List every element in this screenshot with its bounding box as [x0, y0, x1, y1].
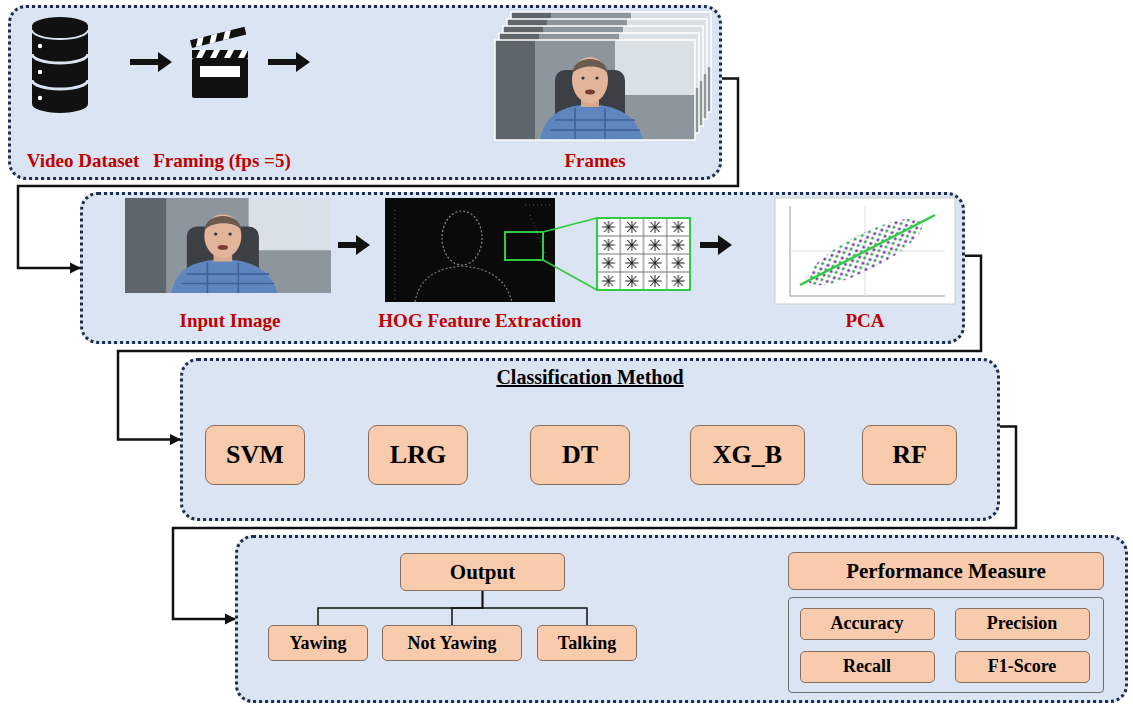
box-label: LRG	[390, 440, 446, 470]
box-label: DT	[562, 440, 598, 470]
box-label: Accuracy	[831, 613, 904, 634]
hog-head	[442, 211, 482, 265]
flow-arrow	[130, 52, 172, 72]
tree-connector	[318, 591, 483, 625]
measure-group: Accuracy PrecisionRecall F1-Score	[788, 597, 1104, 693]
database-dot	[38, 44, 42, 48]
stage-panel: Classification MethodSVM LRG DT XG_B RF	[180, 358, 1000, 521]
box-label: Talking	[558, 633, 616, 654]
database-ring	[32, 80, 88, 89]
zoom-leader	[543, 218, 597, 290]
frame-photo	[495, 40, 695, 140]
hog-image	[385, 198, 555, 302]
tree-connector	[483, 591, 588, 625]
box-label: F1-Score	[988, 656, 1057, 677]
classifier-box: DT	[530, 425, 630, 485]
database-dot	[38, 96, 42, 100]
classifier-box: XG_B	[690, 425, 805, 485]
pca-ground	[775, 198, 955, 304]
class-box: Yawing	[268, 625, 368, 661]
box-label: Output	[450, 560, 515, 584]
stage-label: Video Dataset	[27, 150, 140, 172]
measure-title-box: Performance Measure	[788, 552, 1104, 590]
classifier-box: SVM	[205, 425, 305, 485]
panel-ground	[8, 5, 722, 180]
hog-zoom-window	[505, 232, 543, 260]
clapper-flap-bar	[190, 27, 246, 48]
hog-ground	[385, 198, 555, 302]
hog-edges	[395, 205, 550, 300]
clapper-stripes	[194, 30, 233, 47]
clapper-bar	[192, 50, 248, 58]
clapper-flap	[190, 27, 246, 48]
database-ring	[32, 54, 88, 63]
clapperboard-icon	[190, 27, 248, 98]
pca-scatter	[775, 198, 955, 304]
database-dot	[38, 70, 42, 74]
flow-connector	[18, 79, 738, 269]
box-label: RF	[892, 440, 927, 470]
box-label: SVM	[226, 440, 284, 470]
hog-shoulders	[415, 266, 512, 302]
tree-connector	[452, 591, 483, 625]
hog-cell-grid	[597, 218, 690, 290]
metric-box: Precision	[955, 608, 1090, 640]
stage-label: Framing (fps =5)	[153, 150, 290, 172]
flow-connector	[118, 256, 981, 440]
frame-stack	[495, 12, 711, 140]
flow-arrow	[268, 52, 310, 72]
clapper-body	[192, 58, 248, 98]
box-label: XG_B	[713, 440, 782, 470]
stage-label: HOG Feature Extraction	[378, 310, 581, 332]
box-label: Not Yawing	[408, 633, 497, 654]
class-box: Talking	[537, 625, 637, 661]
metric-box: Accuracy	[800, 608, 935, 640]
clapper-stripes	[196, 50, 248, 58]
stage-label: PCA	[845, 310, 884, 332]
stage-label: Input Image	[180, 310, 281, 332]
pca-axis-line	[800, 215, 935, 285]
database-body	[32, 26, 88, 113]
panel-ground	[235, 535, 1128, 703]
class-box: Not Yawing	[382, 625, 522, 661]
classifier-box: LRG	[368, 425, 468, 485]
flow-arrow	[700, 235, 732, 255]
section-heading: Classification Method	[496, 366, 683, 389]
frame-border	[495, 40, 695, 140]
database-icon	[32, 17, 88, 113]
box-label: Performance Measure	[846, 559, 1046, 583]
clapper-slate	[200, 66, 240, 77]
stage-panel: Video Dataset Framing (fps =5) Frames	[8, 5, 722, 180]
metric-box: F1-Score	[955, 651, 1090, 683]
panel-ground	[80, 192, 965, 344]
metric-box: Recall	[800, 651, 935, 683]
input-photo	[125, 198, 331, 293]
box-label: Precision	[987, 613, 1058, 634]
panel-ground	[180, 358, 1000, 521]
database-ring	[32, 30, 88, 39]
stage-panel: Input Image HOG Feature Extraction PCA	[80, 192, 965, 344]
output-box: Output	[400, 553, 565, 591]
database-top	[32, 17, 88, 35]
box-label: Recall	[843, 656, 891, 677]
flow-arrow	[338, 235, 370, 255]
stage-label: Frames	[564, 150, 625, 172]
box-label: Yawing	[289, 633, 346, 654]
stage-panel: OutputYawing Not Yawing Talking Performance…	[235, 535, 1128, 703]
classifier-box: RF	[862, 425, 957, 485]
